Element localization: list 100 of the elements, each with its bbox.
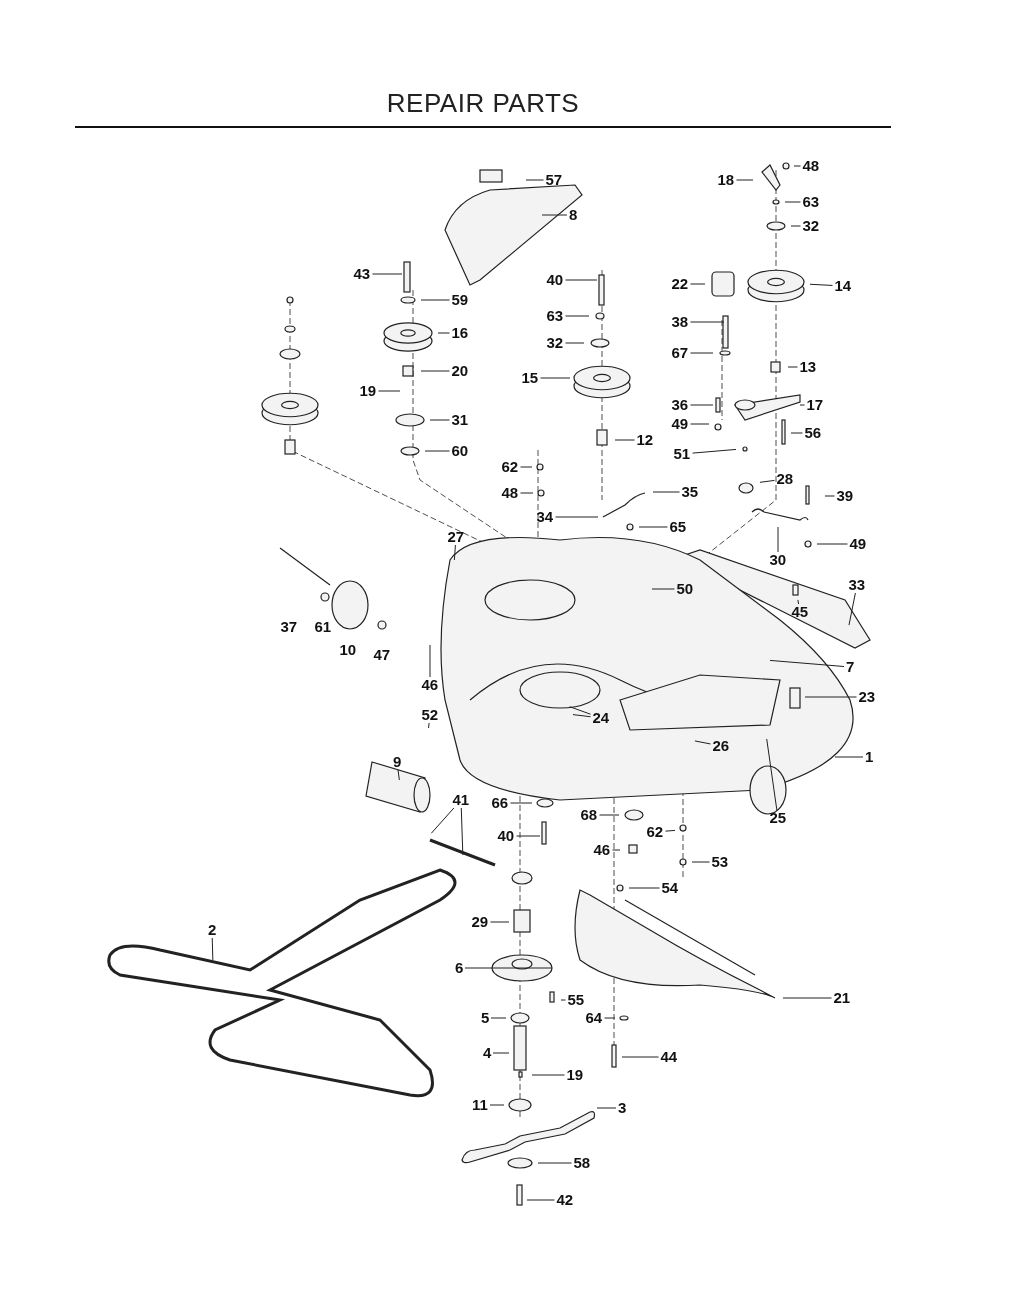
leader-line bbox=[430, 807, 455, 834]
leader-line bbox=[790, 225, 801, 227]
leader-line bbox=[638, 526, 668, 528]
callout-number: 56 bbox=[802, 425, 824, 441]
callout-number: 6 bbox=[453, 960, 466, 976]
leader-line bbox=[460, 807, 464, 856]
leader-line bbox=[759, 479, 775, 483]
leader-line bbox=[420, 299, 450, 301]
callout-number: 63 bbox=[800, 194, 822, 210]
leader-line bbox=[397, 769, 400, 781]
callout-number: 65 bbox=[667, 519, 689, 535]
callout-number: 48 bbox=[800, 158, 822, 174]
leader-line bbox=[614, 439, 635, 441]
leader-line bbox=[690, 352, 714, 354]
leader-line bbox=[565, 342, 585, 344]
leader-line bbox=[531, 1074, 565, 1076]
callout-number: 63 bbox=[544, 308, 566, 324]
callout-number: 52 bbox=[419, 707, 441, 723]
callout-number: 28 bbox=[774, 471, 796, 487]
callout-number: 19 bbox=[564, 1067, 586, 1083]
callout-number: 17 bbox=[804, 397, 826, 413]
leader-line bbox=[525, 179, 544, 181]
leader-line bbox=[782, 997, 832, 999]
callout-number: 26 bbox=[710, 738, 732, 754]
leader-line bbox=[555, 516, 599, 518]
callout-number: 58 bbox=[571, 1155, 593, 1171]
callout-number: 59 bbox=[449, 292, 471, 308]
callout-number: 57 bbox=[543, 172, 565, 188]
callout-number: 13 bbox=[797, 359, 819, 375]
leader-line bbox=[628, 887, 660, 889]
leader-line bbox=[848, 592, 856, 626]
callout-number: 68 bbox=[578, 807, 600, 823]
leader-line bbox=[490, 1017, 507, 1019]
callout-number: 11 bbox=[470, 1097, 490, 1113]
leader-line bbox=[464, 967, 553, 969]
leader-line bbox=[424, 450, 450, 452]
leader-line bbox=[569, 706, 591, 715]
callout-number: 60 bbox=[449, 443, 471, 459]
leader-line bbox=[378, 390, 401, 392]
callout-number: 5 bbox=[479, 1010, 492, 1026]
leader-line bbox=[736, 179, 754, 181]
leader-line bbox=[604, 1017, 616, 1019]
leader-line bbox=[429, 419, 450, 421]
leader-line bbox=[769, 659, 845, 667]
leader-line bbox=[541, 214, 568, 216]
callout-number: 32 bbox=[544, 335, 566, 351]
callout-number: 16 bbox=[449, 325, 471, 341]
callout-number: 15 bbox=[519, 370, 541, 386]
callout-number: 40 bbox=[544, 272, 566, 288]
leader-line bbox=[690, 404, 714, 406]
leader-line bbox=[453, 544, 456, 561]
callout-number: 62 bbox=[644, 824, 666, 840]
callout-number: 32 bbox=[800, 218, 822, 234]
callout-number: 39 bbox=[834, 488, 856, 504]
leader-line bbox=[490, 921, 510, 923]
leader-line bbox=[565, 315, 590, 317]
leader-line bbox=[694, 740, 711, 745]
callout-number: 49 bbox=[847, 536, 869, 552]
leader-line bbox=[691, 861, 710, 863]
callout-number: 64 bbox=[583, 1010, 605, 1026]
leader-line bbox=[787, 366, 798, 368]
callout-number: 29 bbox=[469, 914, 491, 930]
callout-number: 51 bbox=[671, 446, 693, 462]
callout-number: 45 bbox=[789, 604, 811, 620]
callout-number: 30 bbox=[767, 552, 789, 568]
leader-line bbox=[429, 644, 431, 678]
leader-line bbox=[599, 814, 620, 816]
page-title: REPAIR PARTS bbox=[385, 88, 581, 119]
callout-number: 25 bbox=[767, 810, 789, 826]
leader-line bbox=[766, 738, 778, 811]
callout-number: 61 bbox=[313, 619, 333, 635]
leader-line bbox=[372, 273, 403, 275]
callout-number: 18 bbox=[715, 172, 737, 188]
callout-number: 24 bbox=[590, 710, 612, 726]
callout-number: 38 bbox=[669, 314, 691, 330]
leader-line bbox=[489, 1104, 505, 1106]
leader-line bbox=[690, 423, 710, 425]
callout-number: 21 bbox=[831, 990, 853, 1006]
callout-number: 2 bbox=[206, 922, 219, 938]
callout-number: 3 bbox=[616, 1100, 629, 1116]
callout-number: 14 bbox=[832, 278, 854, 294]
leader-line bbox=[526, 1199, 555, 1201]
callout-number: 37 bbox=[279, 619, 299, 635]
callout-number: 34 bbox=[534, 509, 556, 525]
leader-line bbox=[621, 1056, 659, 1058]
callout-number: 19 bbox=[357, 383, 379, 399]
callout-number: 23 bbox=[856, 689, 878, 705]
callout-number: 40 bbox=[495, 828, 517, 844]
callout-number: 9 bbox=[391, 754, 404, 770]
callout-number: 53 bbox=[709, 854, 731, 870]
callout-number: 1 bbox=[863, 749, 876, 765]
callout-number: 43 bbox=[351, 266, 373, 282]
leader-line bbox=[492, 1052, 510, 1054]
callout-number: 20 bbox=[449, 363, 471, 379]
leader-line bbox=[520, 466, 533, 468]
callout-number: 54 bbox=[659, 880, 681, 896]
callout-number: 7 bbox=[844, 659, 857, 675]
leader-line bbox=[690, 321, 725, 323]
callout-number: 62 bbox=[499, 459, 521, 475]
callout-number: 55 bbox=[565, 992, 587, 1008]
